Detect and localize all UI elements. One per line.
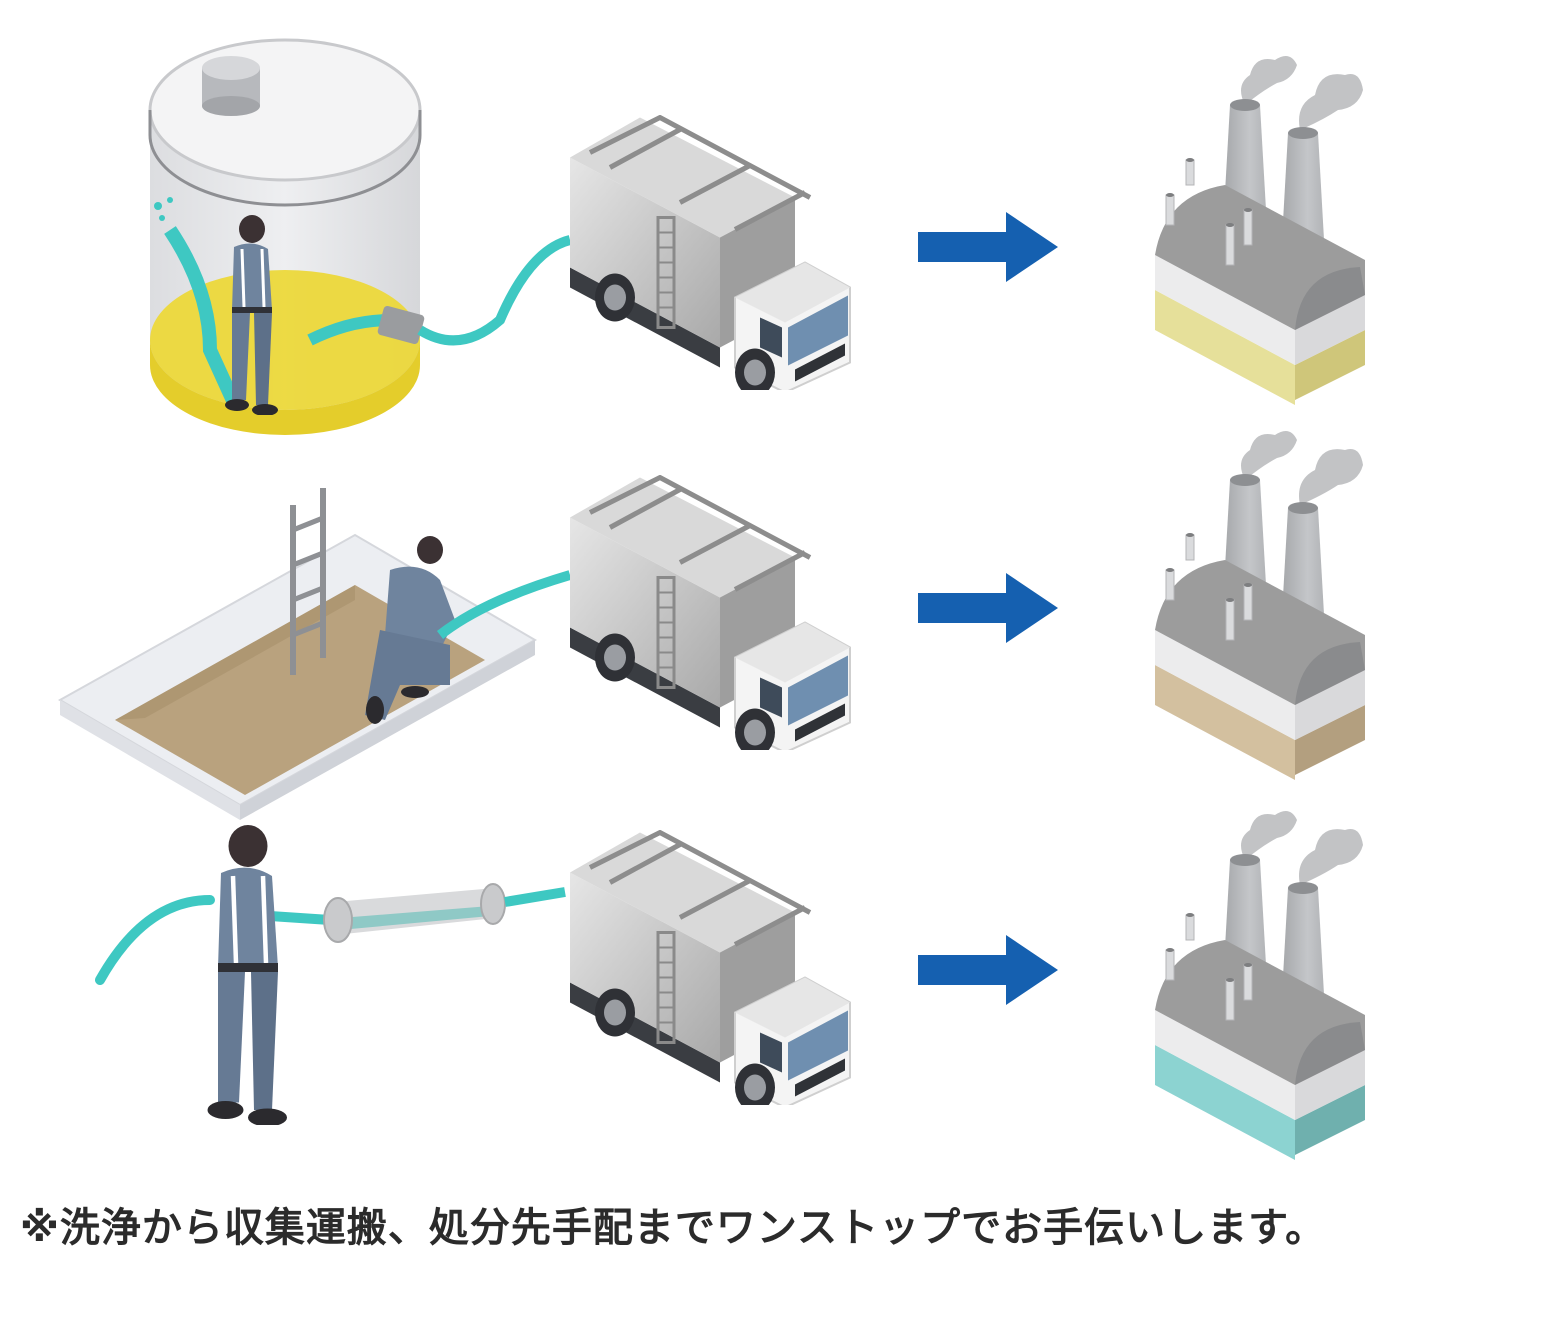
- smoke: [1299, 449, 1363, 505]
- smoke: [1299, 74, 1363, 130]
- vent-pipe: [1225, 599, 1235, 641]
- vacuum-truck: [560, 475, 860, 750]
- disposal-factory: [1150, 420, 1380, 780]
- pipe-cleaning-scene: [85, 820, 575, 1130]
- worker-figure: [210, 215, 290, 415]
- smoke: [1241, 431, 1297, 480]
- disposal-factory: [1150, 45, 1380, 405]
- flow-arrow-icon: [918, 212, 1058, 282]
- vacuum-truck: [560, 830, 860, 1105]
- vacuum-truck: [560, 115, 860, 390]
- smoke: [1241, 56, 1297, 105]
- service-caption: ※洗浄から収集運搬、処分先手配までワンストップでお手伝いします。: [20, 1205, 1327, 1251]
- vent-pipe: [1243, 584, 1253, 621]
- factory-base: [1155, 1045, 1295, 1155]
- vent-pipe: [1185, 159, 1195, 186]
- factory-band: [1155, 630, 1295, 740]
- vent-pipe: [1165, 569, 1175, 601]
- factory-band: [1155, 1010, 1295, 1120]
- disposal-factory: [1150, 800, 1380, 1160]
- worker-figure: [185, 820, 305, 1130]
- factory-band: [1155, 255, 1295, 365]
- hose: [417, 235, 572, 346]
- vent-pipe: [1165, 949, 1175, 981]
- flow-arrow-icon: [918, 573, 1058, 643]
- vent-pipe: [1225, 979, 1235, 1021]
- factory-base: [1155, 665, 1295, 775]
- vent-pipe: [1165, 194, 1175, 226]
- smoke: [1241, 811, 1297, 860]
- vent-pipe: [1243, 209, 1253, 246]
- pit-cleaning-scene: [55, 480, 575, 820]
- vent-pipe: [1225, 224, 1235, 266]
- vent-pipe: [1185, 534, 1195, 561]
- smoke: [1299, 829, 1363, 885]
- vent-pipe: [1185, 914, 1195, 941]
- flow-arrow-icon: [918, 935, 1058, 1005]
- tank-cleaning-scene: [140, 20, 440, 440]
- factory-base: [1155, 290, 1295, 400]
- vent-pipe: [1243, 964, 1253, 1001]
